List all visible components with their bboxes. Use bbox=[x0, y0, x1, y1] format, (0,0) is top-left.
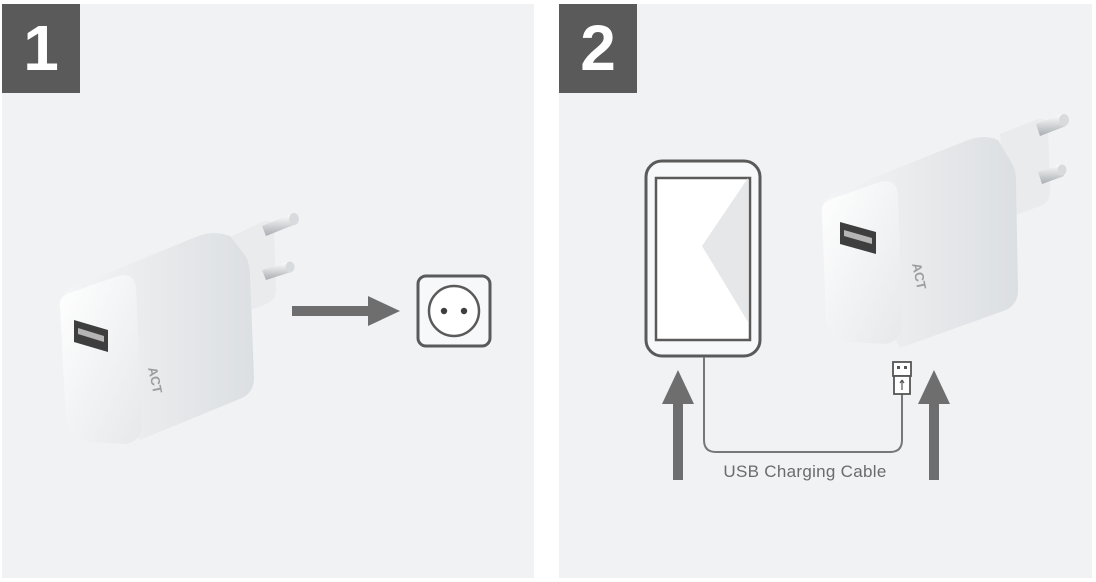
charger-icon: ACT bbox=[821, 114, 1069, 348]
usb-port-icon bbox=[74, 320, 108, 352]
usb-port-icon bbox=[840, 222, 876, 254]
plug-pin-icon bbox=[262, 213, 299, 236]
arrow-up-icon bbox=[918, 370, 950, 480]
smartphone-icon bbox=[644, 159, 762, 358]
plug-pin-icon bbox=[262, 261, 295, 280]
cable-label: USB Charging Cable bbox=[723, 462, 887, 481]
act-logo: ACT bbox=[909, 262, 929, 291]
step-2-badge: 2 bbox=[559, 4, 637, 93]
plug-pin-icon bbox=[1036, 114, 1069, 136]
arrow-up-icon bbox=[662, 370, 694, 480]
wall-socket-icon bbox=[416, 274, 492, 348]
step-1-badge: 1 bbox=[2, 4, 80, 93]
act-logo: ACT bbox=[145, 366, 165, 395]
charger-icon: ACT bbox=[59, 213, 299, 444]
arrow-right-icon bbox=[292, 296, 400, 326]
plug-pin-icon bbox=[1038, 164, 1067, 184]
usb-plug-icon bbox=[892, 361, 912, 395]
usb-cable-icon bbox=[703, 357, 903, 453]
